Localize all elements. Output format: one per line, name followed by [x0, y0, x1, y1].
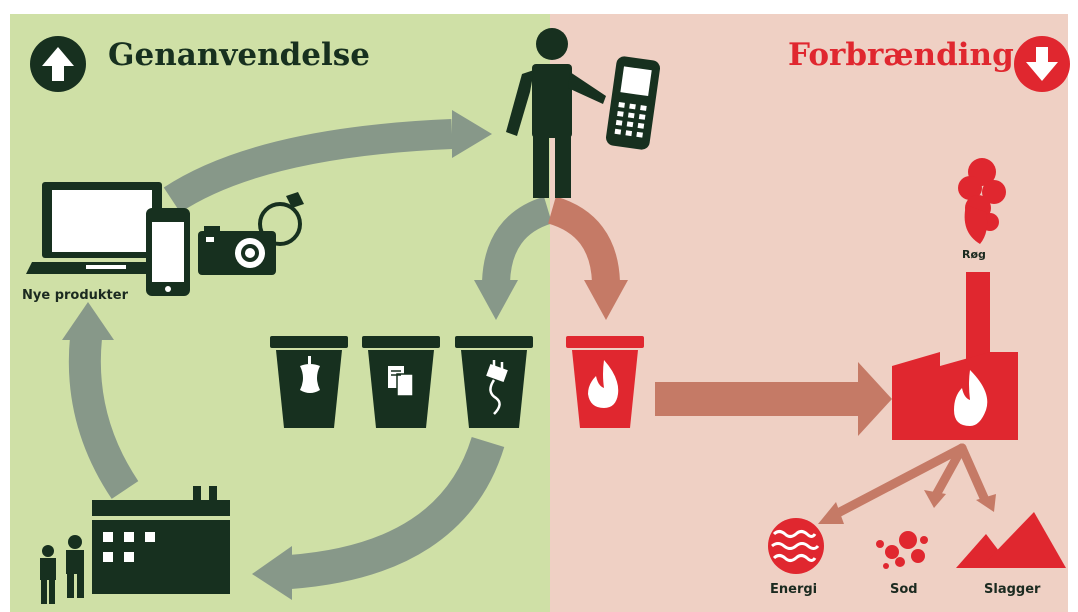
- energy-icon: [768, 518, 824, 574]
- laptop-icon: [26, 182, 172, 274]
- arrow-person-to-incineration-bin-head: [584, 280, 628, 320]
- smartphone-icon: [146, 208, 190, 296]
- arrow-bins-to-factory-head: [252, 546, 292, 600]
- arrow-factory-to-products: [68, 336, 139, 499]
- arrow-bins-to-factory: [288, 436, 505, 589]
- soot-label: Sod: [890, 582, 918, 597]
- arrow-factory-to-products-head: [62, 302, 114, 340]
- arrow-person-to-bin: [482, 196, 553, 283]
- arrow-down-circle-icon: [1014, 36, 1070, 92]
- energy-label: Energi: [770, 582, 818, 597]
- slag-icon: [956, 512, 1066, 568]
- workers-icon: [40, 535, 84, 604]
- ring-icon: [258, 192, 304, 246]
- recycling-title: Genanvendelse: [108, 37, 370, 73]
- apple-core-icon: [300, 356, 320, 393]
- arrow-products-to-person: [163, 119, 453, 213]
- arrow-to-soot: [931, 443, 967, 500]
- soot-icon: [876, 531, 928, 569]
- smoke-label: Røg: [962, 248, 986, 261]
- paper-icon: [388, 366, 414, 397]
- flame-icon: [588, 360, 619, 408]
- arrow-up-circle-icon: [30, 36, 86, 92]
- mobile-phone-icon: [605, 56, 661, 150]
- incineration-plant-icon: [892, 272, 1018, 440]
- arrow-bin-to-plant-head: [858, 362, 892, 436]
- arrow-to-energy-head: [818, 502, 844, 524]
- smoke-icon: [958, 158, 1006, 244]
- person-icon: [506, 28, 606, 198]
- camera-icon: [198, 226, 276, 275]
- new-products-label: Nye produkter: [22, 288, 128, 303]
- arrow-to-slag: [957, 443, 990, 505]
- arrow-to-soot-head: [924, 490, 946, 508]
- bin-organic: [270, 336, 348, 428]
- arrow-person-to-incineration-bin: [547, 196, 620, 283]
- bin-electronics: [455, 336, 533, 428]
- plug-icon: [486, 360, 508, 415]
- arrow-to-slag-head: [976, 494, 996, 512]
- arrows-plant-to-residues: [831, 443, 990, 519]
- factory-icon: [92, 486, 230, 594]
- arrow-products-to-person-head: [452, 110, 492, 158]
- arrow-bin-to-plant: [655, 382, 860, 416]
- slag-label: Slagger: [984, 582, 1041, 597]
- incineration-title: Forbrænding: [788, 37, 1014, 73]
- arrow-person-to-bin-head: [474, 280, 518, 320]
- arrow-to-energy: [831, 443, 967, 519]
- bin-incineration: [566, 336, 644, 428]
- bin-paper: [362, 336, 440, 428]
